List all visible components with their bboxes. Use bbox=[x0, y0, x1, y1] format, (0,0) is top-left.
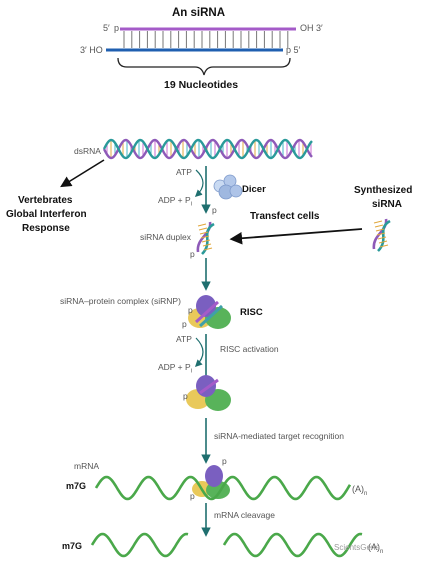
p-mark-2: p bbox=[190, 249, 195, 259]
mrna-label: mRNA bbox=[74, 461, 100, 471]
adp-label-1: ADP + Pi bbox=[158, 195, 193, 208]
top-5prime-label: 5′ bbox=[103, 23, 110, 33]
arrow-transfect bbox=[229, 228, 363, 245]
target-recognition-label: siRNA-mediated target recognition bbox=[214, 431, 344, 441]
global-interferon-label: Global Interferon bbox=[6, 209, 87, 220]
risc-complex-1 bbox=[188, 295, 231, 329]
cleaved-mrna-right bbox=[222, 532, 363, 558]
duplex-rung bbox=[378, 240, 388, 244]
sirna-duplex-graphic bbox=[196, 221, 215, 255]
sirna-base-pairs bbox=[123, 31, 289, 48]
duplex-rung bbox=[373, 220, 383, 224]
duplex-rung bbox=[375, 228, 385, 232]
nucleotide-count: 19 Nucleotides bbox=[164, 79, 239, 91]
response-label: Response bbox=[22, 223, 70, 234]
helix-strand-b bbox=[102, 138, 313, 160]
duplex-rung bbox=[379, 244, 389, 248]
arrow-to-vertebrates bbox=[60, 159, 105, 188]
atp-label-1: ATP bbox=[176, 167, 192, 177]
bottom-3prime-label: 3′ HO bbox=[80, 45, 103, 55]
cleavage-label: mRNA cleavage bbox=[214, 510, 275, 520]
duplex-rung bbox=[203, 247, 213, 251]
duplex-rung bbox=[197, 223, 207, 227]
m7g-label-1: m7G bbox=[66, 481, 87, 491]
p-mark-5: p bbox=[183, 391, 188, 401]
polya-label-1: (A)n bbox=[352, 484, 368, 497]
transfect-label: Transfect cells bbox=[250, 211, 320, 222]
duplex-rung bbox=[201, 239, 211, 243]
adp-label-2: ADP + Pi bbox=[158, 362, 193, 375]
duplex-label: siRNA duplex bbox=[140, 232, 192, 242]
duplex-rung bbox=[200, 235, 210, 239]
sirna-label: siRNA bbox=[372, 199, 403, 210]
atp-label-2: ATP bbox=[176, 334, 192, 344]
duplex-strand-b bbox=[377, 219, 391, 252]
duplex-rung bbox=[198, 227, 208, 231]
dicer-enzyme bbox=[213, 174, 243, 200]
nucleotide-brace bbox=[117, 57, 291, 76]
p-mark-3: p bbox=[188, 305, 193, 315]
p-mark-6: p bbox=[222, 456, 227, 466]
duplex-rung bbox=[376, 232, 386, 236]
p-mark-7: p bbox=[190, 491, 195, 501]
watermark: ScientsGene bbox=[334, 543, 380, 552]
duplex-rung bbox=[377, 236, 387, 240]
m7g-label-2: m7G bbox=[62, 541, 83, 551]
duplex-strand-a bbox=[196, 221, 212, 253]
atp-curve-2 bbox=[194, 337, 204, 368]
mrna-strand bbox=[94, 475, 352, 501]
dsrna-helix bbox=[102, 138, 313, 160]
risc-label: RISC bbox=[240, 307, 263, 318]
risc-complex-2 bbox=[186, 375, 231, 411]
synthesized-label: Synthesized bbox=[354, 185, 413, 196]
risc-activation-label: RISC activation bbox=[220, 344, 279, 354]
cleaved-mrna-left bbox=[90, 532, 189, 558]
dsrna-label: dsRNA bbox=[74, 146, 101, 156]
p-mark-4: p bbox=[182, 319, 187, 329]
atp-curve-1 bbox=[194, 169, 204, 197]
vertebrates-label: Vertebrates bbox=[18, 195, 73, 206]
dicer-label: Dicer bbox=[242, 184, 266, 195]
polya-label-2: (A)n bbox=[368, 542, 384, 555]
top-p-label: p bbox=[114, 23, 120, 33]
duplex-strand-b bbox=[201, 222, 215, 255]
synthesized-sirna-graphic bbox=[372, 218, 391, 252]
p-mark-1: p bbox=[212, 205, 217, 215]
sirnp-label: siRNA–protein complex (siRNP) bbox=[60, 296, 181, 306]
duplex-rung bbox=[202, 243, 212, 247]
sirna-title: An siRNA bbox=[172, 7, 226, 19]
duplex-rung bbox=[199, 231, 209, 235]
duplex-strand-a bbox=[372, 218, 388, 250]
top-3prime-label: OH 3′ bbox=[300, 23, 323, 33]
duplex-rung bbox=[374, 224, 384, 228]
bottom-5prime-label: p 5′ bbox=[286, 45, 301, 55]
